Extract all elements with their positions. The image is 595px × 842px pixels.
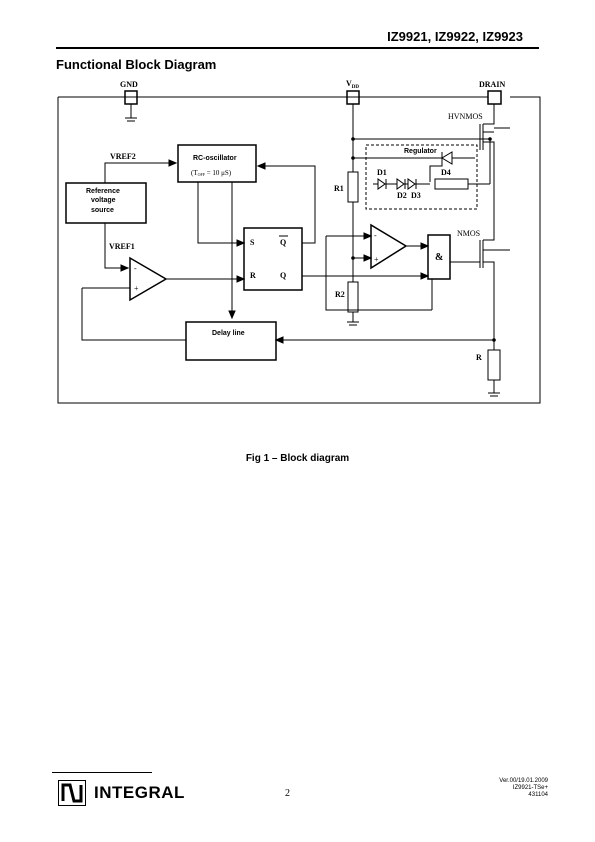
rc-oscillator-block — [177, 144, 257, 183]
r2-label: R2 — [335, 290, 345, 299]
r1-resistor — [347, 171, 359, 203]
comparator-2-plus: + — [374, 255, 379, 264]
comparator-1-minus: - — [134, 264, 137, 273]
frame-top-right — [57, 96, 541, 404]
drain-label: DRAIN — [479, 80, 505, 89]
sr-flipflop — [243, 227, 303, 291]
comparator-2-minus: - — [374, 231, 377, 240]
version-line: Ver.00/19.01.2009 — [499, 778, 548, 784]
figure-caption: Fig 1 – Block diagram — [245, 453, 350, 464]
footer-divider — [52, 772, 152, 773]
regulator-label: Regulator — [404, 148, 437, 155]
document-header-title: IZ9921, IZ9922, IZ9923 — [387, 29, 523, 44]
d4-diode — [441, 151, 453, 165]
flipflop-q-bar: Q — [280, 238, 286, 247]
page-number: 2 — [285, 788, 290, 799]
d1-diode — [377, 178, 386, 190]
nmos-label: NMOS — [457, 229, 480, 238]
integral-logo: INTEGRAL — [58, 780, 185, 806]
reference-label-1: Reference — [86, 188, 120, 195]
flipflop-q: Q — [280, 271, 286, 280]
r2-resistor — [347, 281, 359, 313]
nmos-transistor — [479, 160, 495, 350]
header-divider — [56, 47, 539, 49]
r-resistor — [487, 349, 501, 381]
delay-line-block — [185, 321, 277, 361]
flipflop-r: R — [250, 271, 256, 280]
d3-diode — [407, 178, 416, 190]
comparator-2 — [370, 223, 408, 270]
reference-voltage-block — [65, 182, 147, 224]
reference-label-3: source — [91, 207, 114, 214]
vref1-label: VREF1 — [109, 242, 135, 251]
and-gate-label: & — [435, 252, 443, 263]
reference-label-2: voltage — [91, 197, 116, 204]
drain-pin — [487, 90, 502, 105]
comparator-1-plus: + — [134, 284, 139, 293]
r1-label: R1 — [334, 184, 344, 193]
version-line: IZ9921-TSe+ — [512, 785, 548, 791]
vref2-label: VREF2 — [110, 152, 136, 161]
gnd-label: GND — [120, 80, 138, 89]
rc-oscillator-label: RC-oscillator — [193, 155, 237, 162]
integral-logo-mark — [58, 780, 86, 806]
hvnmos-transistor — [479, 104, 495, 160]
d1-label: D1 — [377, 168, 387, 177]
r-label: R — [476, 353, 482, 362]
document-version: Ver.00/19.01.2009 IZ9921-TSe+ 431104 — [499, 778, 548, 799]
logo-text: INTEGRAL — [94, 783, 185, 802]
section-heading: Functional Block Diagram — [56, 57, 217, 72]
version-line: 431104 — [528, 792, 548, 798]
regulator-resistor — [434, 178, 469, 190]
flipflop-s: S — [250, 238, 255, 247]
d4-label: D4 — [441, 168, 451, 177]
delay-line-label: Delay line — [212, 330, 245, 337]
comparator-1 — [129, 256, 168, 302]
regulator-box — [365, 144, 478, 210]
vdd-label: VDD — [346, 79, 359, 90]
toff-label: (TOFF = 10 μS) — [191, 169, 232, 177]
hvnmos-label: HVNMOS — [448, 112, 483, 121]
d2-label: D2 — [397, 191, 407, 200]
gnd-ground-symbol — [125, 104, 137, 122]
and-gate — [427, 234, 451, 280]
d2-diode — [396, 178, 405, 190]
d3-label: D3 — [411, 191, 421, 200]
